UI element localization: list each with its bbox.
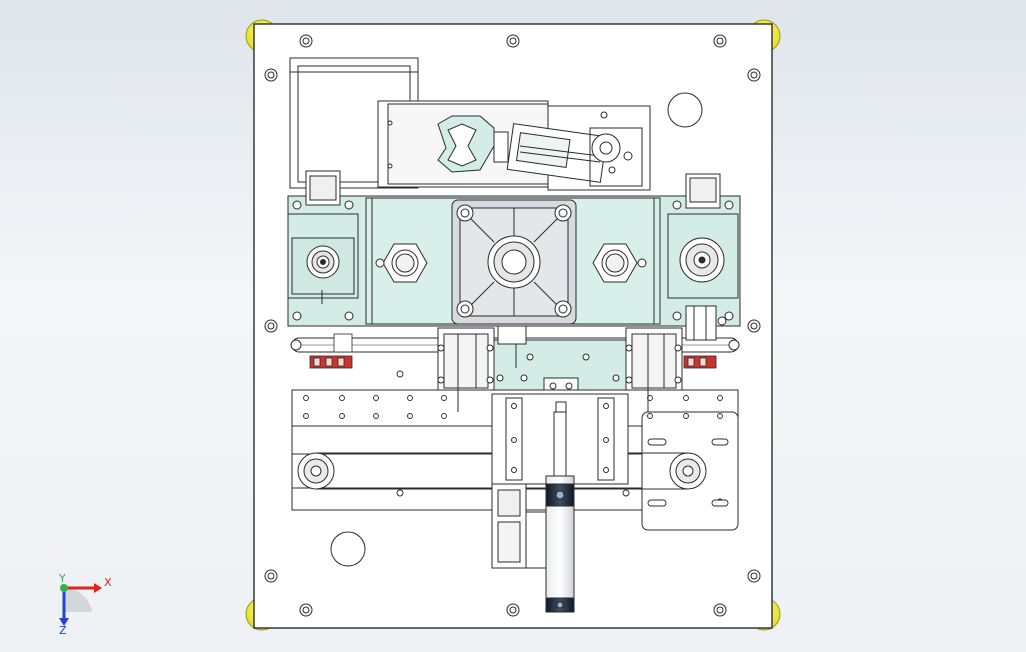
red-limit-blocks[interactable] bbox=[309, 333, 717, 369]
bed-holes bbox=[303, 370, 729, 507]
right-clamp-assembly[interactable] bbox=[625, 305, 727, 412]
valve-block[interactable] bbox=[491, 483, 547, 569]
plate-mounting-holes bbox=[264, 34, 761, 617]
triad-x-label: X bbox=[104, 576, 112, 589]
triad-z-label: Z bbox=[59, 624, 67, 637]
belt-pulleys[interactable] bbox=[297, 452, 707, 490]
gripper-actuator[interactable] bbox=[506, 123, 643, 187]
left-clamp-assembly[interactable] bbox=[437, 325, 527, 412]
gripper-jaws[interactable] bbox=[437, 115, 509, 173]
triad-y-label: Y bbox=[58, 572, 66, 585]
left-bearing-block[interactable] bbox=[287, 170, 359, 321]
carriage-hex-nuts bbox=[375, 243, 647, 283]
large-hole-top-right bbox=[667, 92, 703, 128]
y-axis-dot-icon bbox=[60, 584, 68, 592]
support-rods bbox=[321, 290, 649, 412]
right-bearing-block[interactable] bbox=[667, 173, 739, 321]
x-arrow-icon bbox=[94, 583, 102, 593]
large-hole-bottom-left bbox=[330, 531, 366, 567]
pneumatic-cylinder[interactable] bbox=[545, 411, 575, 613]
lower-slider[interactable] bbox=[493, 339, 627, 397]
coordinate-triad: X Y Z bbox=[58, 572, 112, 637]
z-arrow-icon bbox=[59, 618, 69, 626]
center-flange[interactable] bbox=[451, 199, 577, 325]
